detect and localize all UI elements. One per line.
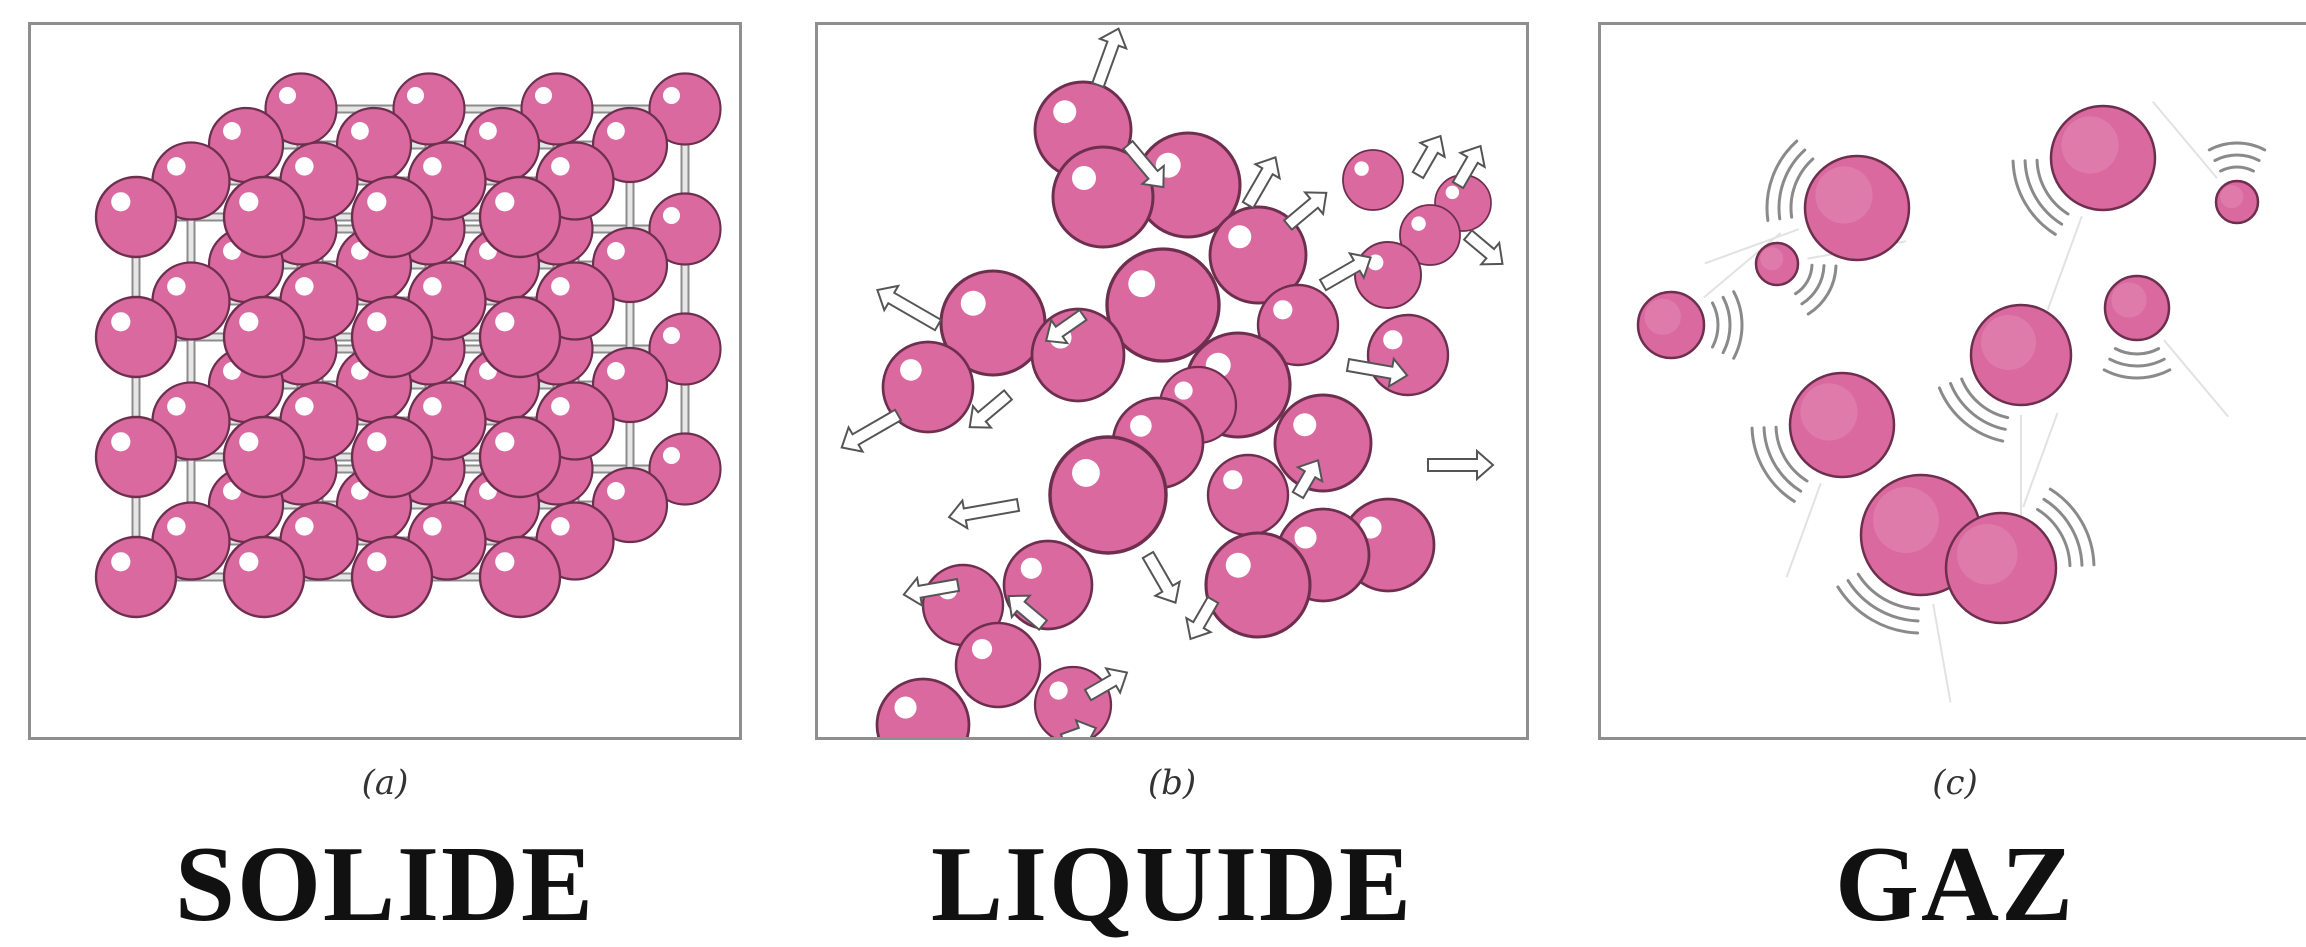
motion-arrow: [902, 575, 961, 608]
solid-particle: [478, 175, 562, 259]
liquid-particle: [1273, 393, 1373, 493]
solid-particle: [648, 72, 722, 146]
motion-arrow: [1451, 144, 1487, 190]
liquid-particles-illustration: [840, 27, 1504, 737]
liquid-particle: [1051, 145, 1155, 249]
motion-arrow: [1184, 595, 1220, 641]
liquid-particle: [1002, 539, 1094, 631]
liquid-particle: [1256, 283, 1340, 367]
solid-particle: [478, 415, 562, 499]
motion-arrow: [1083, 666, 1129, 702]
motion-lines: [1836, 572, 1952, 703]
liquid-particle: [1208, 205, 1308, 305]
solid-particle: [350, 535, 434, 619]
motion-lines: [2022, 412, 2096, 568]
solid-particle: [94, 295, 178, 379]
motion-arrow: [1411, 134, 1447, 180]
solid-particle: [94, 535, 178, 619]
solid-particle: [222, 175, 306, 259]
solid-particle: [478, 295, 562, 379]
solid-particle: [648, 432, 722, 506]
gas-particle: [2214, 179, 2260, 225]
solid-particle: [648, 312, 722, 386]
liquid-particle: [1105, 247, 1221, 363]
liquid-particle: [1206, 453, 1290, 537]
motion-arrow: [947, 497, 1021, 531]
liquid-title: LIQUIDE: [930, 825, 1414, 944]
motion-arrow: [1044, 308, 1088, 345]
solid-particle: [648, 192, 722, 266]
gas-title: GAZ: [1834, 825, 2076, 944]
solid-lattice-illustration: [94, 72, 722, 619]
solid-particle: [350, 175, 434, 259]
liquid-particle: [1048, 435, 1168, 555]
motion-lines: [2102, 339, 2230, 418]
liquid-particle: [1366, 313, 1450, 397]
motion-arrow: [840, 408, 903, 454]
gas-particles-illustration: [1636, 101, 2267, 703]
motion-arrow: [1091, 27, 1128, 89]
gas-panel: [1598, 22, 2306, 740]
motion-arrow: [1318, 251, 1372, 292]
motion-lines: [1937, 377, 2022, 515]
solid-particle: [591, 466, 669, 544]
solid-particle: [335, 106, 413, 184]
gas-particle: [1788, 371, 1896, 479]
gas-particle: [1636, 290, 1706, 360]
motion-arrow: [1427, 448, 1495, 482]
motion-arrow: [1241, 156, 1282, 210]
solid-particle: [350, 295, 434, 379]
motion-arrow: [1121, 139, 1165, 189]
solid-particle: [591, 346, 669, 424]
solid-particle: [392, 72, 466, 146]
solid-particle: [478, 535, 562, 619]
solid-particle: [591, 106, 669, 184]
motion-arrow: [1282, 191, 1328, 232]
solid-particle: [222, 535, 306, 619]
gas-particle: [2103, 274, 2171, 342]
gas-particle: [1803, 154, 1911, 262]
motion-arrow: [1059, 718, 1098, 737]
liquid-particle: [954, 621, 1042, 709]
solid-title: SOLIDE: [174, 825, 596, 944]
solid-particle: [94, 175, 178, 259]
motion-arrow: [1345, 356, 1409, 389]
panel-a-label: (a): [361, 763, 409, 803]
solid-particle: [264, 72, 338, 146]
motion-arrow: [1007, 594, 1049, 632]
solid-particle: [591, 226, 669, 304]
gas-particle: [1944, 511, 2058, 625]
solid-particle: [222, 295, 306, 379]
liquid-particle: [1342, 149, 1404, 211]
liquid-particle: [1033, 665, 1113, 737]
panel-c-label: (c): [1932, 763, 1978, 803]
motion-arrow: [876, 284, 943, 332]
gas-particle: [1754, 241, 1800, 287]
panel-b-label: (b): [1147, 763, 1197, 803]
liquid-panel: [815, 22, 1529, 740]
solid-particle: [520, 72, 594, 146]
motion-lines: [1750, 425, 1822, 578]
motion-lines: [2152, 101, 2267, 179]
gas-particle: [1969, 303, 2073, 407]
gas-particle: [2049, 104, 2157, 212]
motion-arrow: [1462, 228, 1504, 266]
motion-arrow: [968, 388, 1014, 429]
liquid-particle: [881, 340, 975, 434]
liquid-particle: [1204, 531, 1312, 639]
solid-particle: [350, 415, 434, 499]
liquid-particle: [875, 677, 971, 737]
motion-lines: [2011, 158, 2083, 311]
motion-arrow: [1291, 459, 1324, 500]
motion-lines: [1704, 139, 1815, 265]
motion-arrow: [1141, 550, 1182, 604]
solid-particle: [222, 415, 306, 499]
liquid-particle: [1354, 241, 1422, 309]
solid-panel: [28, 22, 742, 740]
solid-particle: [94, 415, 178, 499]
liquid-particle: [1399, 204, 1461, 266]
